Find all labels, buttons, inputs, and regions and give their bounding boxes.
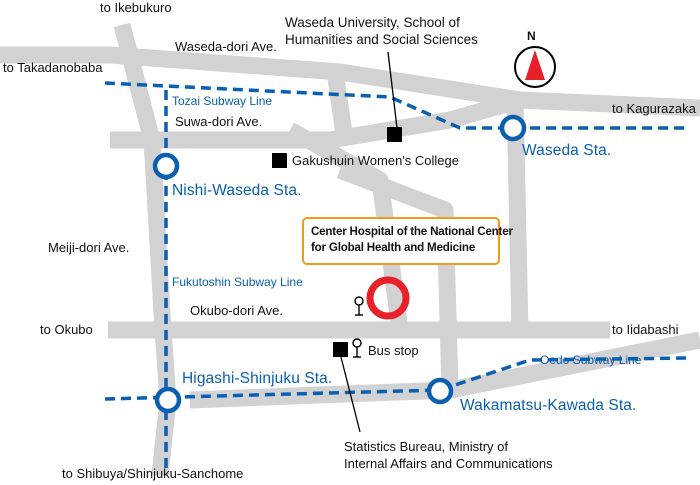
landmark-squares [272, 127, 402, 357]
direction-iidabashi: to Iidabashi [612, 322, 679, 337]
waseda-univ-leader-line [387, 51, 398, 129]
subway-label-oedo: Oedo Subway Line [540, 353, 642, 367]
landmark-label-gakushuin: Gakushuin Women's College [292, 153, 459, 168]
gakushuin-building-icon [272, 153, 287, 168]
landmark-label-statistics-1: Statistics Bureau, Ministry of [344, 439, 508, 454]
subway-label-tozai: Tozai Subway Line [172, 94, 273, 108]
road-label-okubo-dori: Okubo-dori Ave. [190, 303, 283, 318]
station-label-wakamatsu-kawada: Wakamatsu-Kawada Sta. [460, 397, 637, 414]
waseda-univ-building-icon [387, 127, 402, 142]
direction-ikebukuro: to Ikebukuro [100, 0, 172, 15]
higashi-shinjuku-station-icon [154, 386, 182, 414]
waseda-station-icon [499, 114, 527, 142]
landmark-label-waseda-univ-1: Waseda University, School of [285, 15, 460, 30]
tozai-line [104, 81, 690, 130]
hospital-label-line1: Center Hospital of the National Center [311, 225, 513, 238]
oedo-line [104, 356, 691, 401]
station-rings [152, 114, 527, 414]
direction-shibuya: to Shibuya/Shinjuku-Sanchome [62, 466, 244, 481]
subway-label-fukutoshin: Fukutoshin Subway Line [172, 275, 303, 289]
road-waseda-dori [0, 46, 700, 117]
nishi-waseda-station-icon [152, 152, 180, 180]
direction-okubo: to Okubo [40, 322, 93, 337]
statistics-bureau-building-icon [333, 342, 348, 357]
compass-icon [514, 46, 556, 88]
station-label-waseda: Waseda Sta. [522, 142, 612, 159]
bus-stop-icon-south [352, 338, 362, 358]
leader-lines [340, 51, 398, 433]
statistics-leader-line [340, 356, 361, 433]
landmark-label-statistics-2: Internal Affairs and Communications [344, 456, 553, 471]
road-label-suwa-dori: Suwa-dori Ave. [175, 114, 263, 129]
road-north-small [326, 70, 354, 142]
direction-kagurazaka: to Kagurazaka [612, 101, 696, 116]
direction-takadanobaba: to Takadanobaba [3, 60, 103, 75]
subway-lines [104, 81, 691, 470]
station-label-nishi-waseda: Nishi-Waseda Sta. [172, 182, 302, 199]
hospital-callout: Center Hospital of the National Center f… [302, 217, 513, 265]
road-label-waseda-dori: Waseda-dori Ave. [175, 39, 277, 54]
compass-north-label: N [527, 29, 536, 43]
hospital-marker-icon [366, 276, 410, 320]
road-label-meiji-dori: Meiji-dori Ave. [48, 240, 130, 255]
station-label-higashi-shinjuku: Higashi-Shinjuku Sta. [182, 370, 333, 387]
hospital-label-line2: for Global Health and Medicine [311, 240, 476, 254]
bus-stop-icon-north [354, 296, 364, 316]
wakamatsu-kawada-station-icon [426, 377, 454, 405]
landmark-label-bus-stop: Bus stop [368, 343, 419, 358]
road-diagonal-2 [336, 162, 459, 391]
bus-stop-icons [352, 296, 364, 358]
landmark-label-waseda-univ-2: Humanities and Social Sciences [285, 32, 478, 47]
